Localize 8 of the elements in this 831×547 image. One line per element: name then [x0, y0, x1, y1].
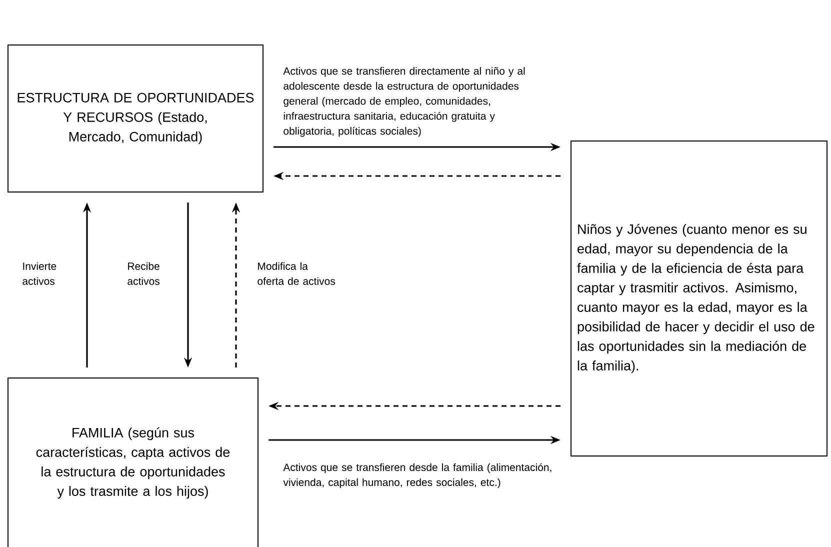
edge-label: Activos que se transfieren directamente al niño y al adolescente desde la estructura de oportunidades general (mercado de empleo, comunidades, infraestructura sanitaria, educación gratuita y obligatoria, políticas sociales) [283, 67, 525, 137]
edge-label: Recibe activos [128, 262, 160, 285]
text-box: Niños y Jóvenes (cuanto menor es su edad, mayor su dependencia de la familia y de la eficiencia de ésta para captar y trasmitir activos. Asimismo, cuanto mayor es la edad, mayor es la posibilidad de hacer y decidir el uso de las oportunidades sin la mediación de la familia). [570, 140, 828, 456]
text-box: FAMILIA (según sus características, capta activos de la estructura de oportunidades y los trasmite a los hijos) [8, 378, 258, 547]
edge-label: Modifica la oferta de activos [258, 262, 335, 285]
text-box: ESTRUCTURA DE OPORTUNIDADES Y RECURSOS (Estado, Mercado, Comunidad) [8, 44, 264, 192]
edge-label: Activos que se transfieren desde la familia (alimentación, vivienda, capital humano, redes sociales, etc.) [283, 463, 552, 488]
edge-label: Invierte activos [22, 262, 56, 285]
